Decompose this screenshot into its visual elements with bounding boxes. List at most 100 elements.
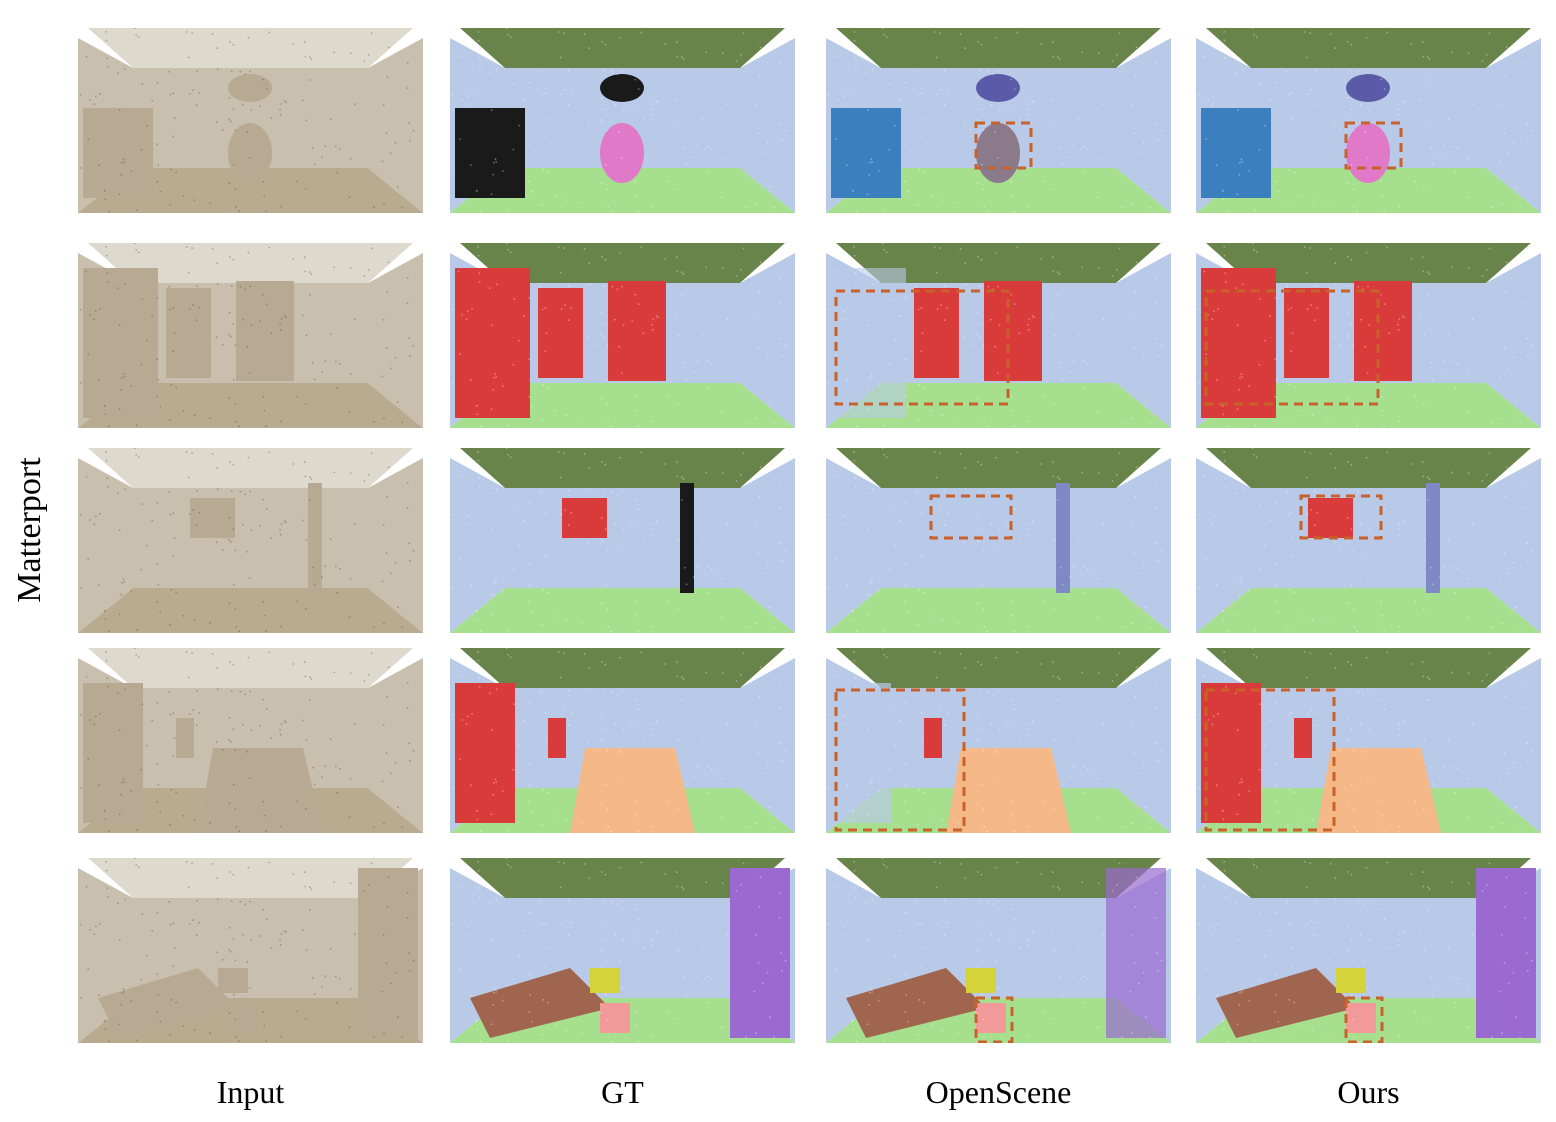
floor-region [826,168,1171,213]
point-speck [124,68,126,71]
point-speck [1526,952,1528,955]
point-cloud-texture [827,243,1163,428]
point-speck [1414,600,1416,603]
point-speck [982,808,985,811]
point-speck [172,135,175,138]
point-speck [936,713,939,715]
point-speck [104,809,106,812]
point-speck [244,693,247,696]
point-speck [232,378,235,381]
right-wall-region [1486,458,1541,633]
point-speck [708,171,710,174]
point-speck [1007,105,1010,107]
point-speck [559,476,562,479]
point-speck [502,1000,504,1002]
point-speck [847,307,849,310]
point-speck [1203,475,1206,478]
point-speck [228,333,231,336]
point-speck [1481,60,1484,62]
point-speck [1410,463,1413,465]
point-speck [383,622,385,625]
point-speck [923,386,925,389]
point-speck [866,939,869,942]
point-speck [528,296,531,299]
point-speck [1018,332,1021,334]
point-speck [835,558,838,560]
point-speck [1300,1025,1303,1027]
point-speck [157,584,160,586]
highlight-box [1204,688,1336,832]
point-speck [1505,46,1508,49]
point-speck [1241,376,1244,378]
point-speck [996,372,999,374]
point-speck [1422,1018,1425,1020]
point-speck [1514,606,1517,609]
point-speck [1274,563,1277,566]
point-speck [1454,791,1456,794]
point-speck [118,193,121,196]
point-speck [1504,291,1507,293]
point-cloud-texture [451,448,787,633]
point-speck [283,100,286,102]
point-speck [1053,739,1056,742]
point-speck [528,395,531,398]
point-speck [1129,580,1132,583]
ceiling-region [460,28,785,68]
table-object [600,1003,630,1033]
point-speck [302,99,304,102]
point-speck [1056,56,1059,59]
point-speck [994,130,997,133]
point-speck [394,356,397,359]
point-speck [705,671,708,674]
point-speck [232,583,235,586]
point-speck [1339,548,1342,551]
point-speck [904,911,907,914]
point-speck [1111,680,1114,682]
point-speck [1383,830,1385,832]
point-speck [657,316,659,319]
point-cloud-render [826,243,1171,428]
point-speck [853,869,856,872]
point-speck [507,249,510,251]
point-speck [216,467,219,470]
point-speck [990,103,992,106]
point-speck [936,513,939,515]
point-speck [996,157,999,159]
point-speck [262,698,265,701]
point-speck [465,933,468,936]
point-speck [1421,461,1424,464]
point-speck [1426,909,1429,911]
point-cloud-texture [79,648,415,833]
point-speck [872,898,874,901]
point-speck [676,55,679,58]
point-speck [265,210,267,213]
column-object [680,483,694,593]
point-speck [923,171,925,174]
point-speck [933,246,936,248]
point-speck [780,122,782,125]
door-object [1308,498,1353,538]
point-speck [905,784,908,786]
point-speck [408,952,410,955]
point-speck [1364,750,1367,753]
point-speck [1386,651,1389,654]
point-speck [1300,615,1303,617]
point-speck [1346,802,1349,804]
point-speck [721,373,724,375]
point-speck [470,584,472,587]
point-speck [944,285,946,287]
point-speck [1223,651,1226,653]
point-speck [1442,145,1445,148]
vanity-object [1201,108,1271,198]
point-speck [1013,425,1015,427]
point-speck [1027,108,1029,111]
point-speck [1383,918,1386,920]
point-speck [1160,549,1163,552]
point-speck [1236,193,1239,196]
point-speck [936,923,939,925]
point-speck [1306,713,1309,715]
point-speck [754,319,757,321]
point-speck [187,56,190,59]
point-speck [308,499,311,501]
bookshelf-object [730,868,790,1038]
